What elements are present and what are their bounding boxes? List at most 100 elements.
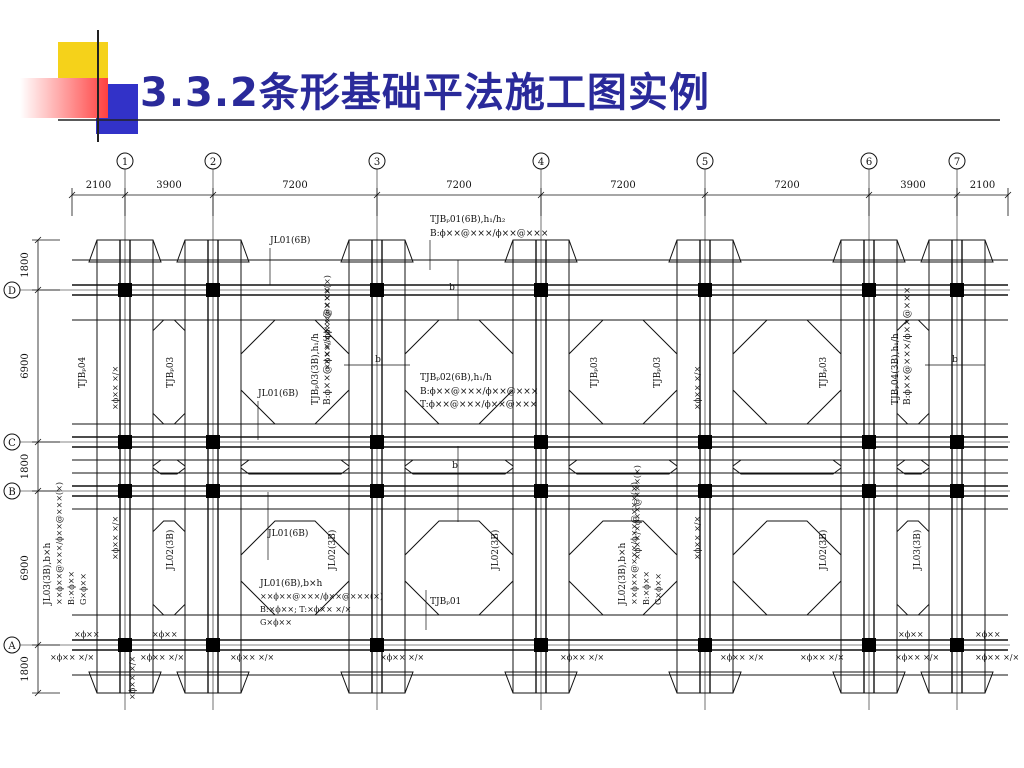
slide-decoration bbox=[20, 30, 1000, 142]
column bbox=[370, 435, 384, 449]
column bbox=[862, 435, 876, 449]
footing-haunch bbox=[504, 671, 578, 694]
label-bar: ×ϕ×× ×/× bbox=[895, 653, 939, 662]
label-bar: ×ϕ×× ×/× bbox=[50, 653, 94, 662]
label-tjb03-3b-reinf: B:ϕ××@×××/ϕ××@××× bbox=[323, 287, 333, 405]
footing-haunch bbox=[340, 671, 414, 694]
footing-panel bbox=[568, 459, 678, 475]
footing-panel bbox=[152, 520, 186, 616]
label-jl02: JL02(3B) bbox=[490, 530, 501, 571]
dimension-tick bbox=[34, 286, 42, 294]
label-jl01: JL01(6B) bbox=[269, 235, 310, 246]
footing-panel bbox=[896, 520, 930, 616]
footing-haunch bbox=[504, 239, 578, 263]
label-dim-b: b bbox=[452, 461, 458, 471]
label-jl01-detail-1: ××ϕ××@×××/ϕ××@×××(×) bbox=[260, 592, 383, 601]
dimension-tick bbox=[953, 191, 961, 199]
label-bar: ×ϕ×× bbox=[975, 630, 1001, 639]
dimension-tick bbox=[1004, 191, 1012, 199]
footing-haunch bbox=[88, 671, 162, 694]
label-bar: ×ϕ×× ×/× bbox=[380, 653, 424, 662]
column bbox=[534, 484, 548, 498]
label-jl02: JL02(3B) bbox=[818, 530, 829, 571]
axis-label-y: C bbox=[8, 438, 16, 449]
left-dimension-text: 1800 bbox=[20, 454, 31, 479]
top-dimension-text: 3900 bbox=[156, 180, 181, 191]
label-bar: ×ϕ×× bbox=[152, 630, 178, 639]
column bbox=[534, 435, 548, 449]
axis-label-x: 2 bbox=[210, 157, 216, 168]
dimension-tick bbox=[701, 191, 709, 199]
top-dimension-text: 2100 bbox=[970, 180, 995, 191]
column bbox=[118, 283, 132, 297]
footing-haunch bbox=[88, 239, 162, 263]
label-jl01-detail-2: B:×ϕ××; T:×ϕ×× ×/× bbox=[260, 605, 351, 614]
footing-panel bbox=[240, 520, 350, 616]
footing-panel bbox=[732, 459, 842, 475]
footing-panel bbox=[152, 319, 186, 425]
label-jl03-left-2: B:×ϕ×× bbox=[67, 571, 76, 605]
left-dimension-text: 6900 bbox=[20, 555, 31, 580]
label-bar: ×ϕ×× ×/× bbox=[693, 366, 702, 410]
label-bar: ×ϕ×× ×/× bbox=[975, 653, 1019, 662]
dimension-tick bbox=[68, 191, 76, 199]
label-dim-b: b bbox=[375, 355, 381, 365]
column bbox=[206, 435, 220, 449]
dimension-tick bbox=[537, 191, 545, 199]
dimension-tick bbox=[34, 487, 42, 495]
footing-haunch bbox=[920, 671, 994, 694]
footing-haunch bbox=[340, 239, 414, 263]
column bbox=[698, 638, 712, 652]
column bbox=[698, 435, 712, 449]
label-tjb01-reinf: B:ϕ××@×××/ϕ××@××× bbox=[430, 229, 548, 239]
footing-panel bbox=[240, 319, 350, 425]
label-jl01: JL01(6B) bbox=[267, 528, 308, 539]
column bbox=[206, 484, 220, 498]
axis-label-x: 7 bbox=[954, 157, 960, 168]
label-tjb03-3b: TJBₚ03(3B),h₁/h bbox=[310, 333, 321, 405]
label-bar: ×ϕ×× ×/× bbox=[128, 656, 137, 700]
column bbox=[698, 283, 712, 297]
label-bar: ×ϕ×× ×/× bbox=[720, 653, 764, 662]
label-jl02-detail-1: ××ϕ××@×××/ϕ××@×××(×) bbox=[630, 482, 639, 605]
axis-label-y: D bbox=[8, 286, 16, 297]
top-dimension-text: 7200 bbox=[610, 180, 635, 191]
dimension-tick bbox=[34, 236, 42, 244]
label-jl02-detail-3: G×ϕ×× bbox=[654, 573, 663, 605]
label-bar: ×ϕ×× ×/× bbox=[111, 516, 120, 560]
axis-label-y: A bbox=[7, 641, 16, 652]
label-jl01-detail-3: G×ϕ×× bbox=[260, 618, 292, 627]
label-jl02: JL02(3B) bbox=[327, 530, 338, 571]
top-dimension-text: 7200 bbox=[446, 180, 471, 191]
axis-label-x: 4 bbox=[538, 157, 544, 168]
dimension-tick bbox=[34, 641, 42, 649]
label-bar: ×ϕ××/×ϕ××@×××(×) bbox=[323, 275, 332, 370]
footing-panel bbox=[152, 459, 186, 475]
footing-panel bbox=[404, 319, 514, 425]
footing-panel bbox=[568, 520, 678, 616]
label-tjb02-t: T:ϕ××@×××/ϕ××@××× bbox=[420, 400, 537, 410]
column bbox=[370, 283, 384, 297]
dimension-tick bbox=[34, 689, 42, 697]
footing-haunch bbox=[668, 239, 742, 263]
footing-panel bbox=[896, 319, 930, 425]
axis-label-x: 5 bbox=[702, 157, 708, 168]
label-tjb04: TJBₚ04 bbox=[78, 356, 88, 388]
label-dim-b: b bbox=[952, 355, 958, 365]
label-jl03-left: JL03(3B),b×h bbox=[42, 542, 53, 606]
label-tjb02: TJBₚ02(6B),h₁/h bbox=[420, 372, 492, 383]
footing-panel bbox=[404, 459, 514, 475]
footing-haunch bbox=[176, 239, 250, 263]
column bbox=[950, 484, 964, 498]
column bbox=[862, 484, 876, 498]
label-bar: ×ϕ×× ×/× bbox=[693, 516, 702, 560]
column bbox=[950, 435, 964, 449]
slide-title: 3.3.2条形基础平法施工图实例 bbox=[140, 70, 710, 116]
label-jl03-left-1: ××ϕ××@×××/ϕ××@×××(×) bbox=[55, 482, 64, 605]
footing-haunch bbox=[832, 239, 906, 263]
footing-panel bbox=[732, 319, 842, 425]
dimension-tick bbox=[865, 191, 873, 199]
label-jl02-detail-2: B:×ϕ×× bbox=[642, 571, 651, 605]
column bbox=[534, 283, 548, 297]
